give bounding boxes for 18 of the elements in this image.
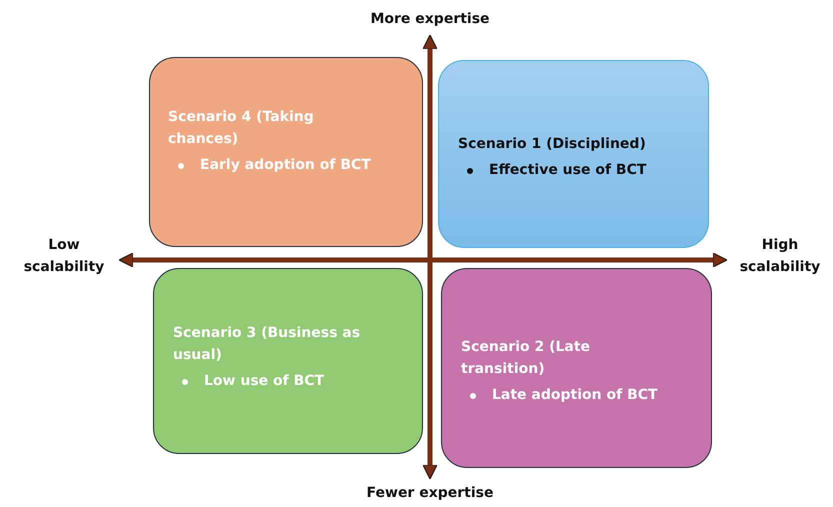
axis-label: Fewer expertise: [350, 482, 510, 504]
axis-label: More expertise: [355, 8, 505, 30]
scenario-title: Scenario 4 (Taking chances): [168, 108, 315, 149]
scenario-box: [153, 268, 423, 454]
bullet-text: Effective use of BCT: [489, 161, 648, 180]
scenario-title: Scenario 3 (Business as usual): [173, 324, 362, 365]
axis-label: High scalability: [730, 234, 830, 278]
bullet-text: Early adoption of BCT: [200, 156, 372, 175]
bullet-text: Low use of BCT: [204, 372, 326, 391]
scenario-title: Scenario 2 (Late transition): [461, 338, 592, 379]
scenario-box: [149, 57, 423, 247]
scenario-title: Scenario 1 (Disciplined): [458, 135, 647, 154]
axis-label: Low scalability: [14, 234, 114, 278]
scenario-box: [441, 268, 712, 468]
bullet-text: Late adoption of BCT: [492, 386, 659, 405]
scenario-box: [438, 60, 709, 248]
axis-arrow: [422, 34, 438, 480]
axis-arrow: [118, 252, 728, 268]
